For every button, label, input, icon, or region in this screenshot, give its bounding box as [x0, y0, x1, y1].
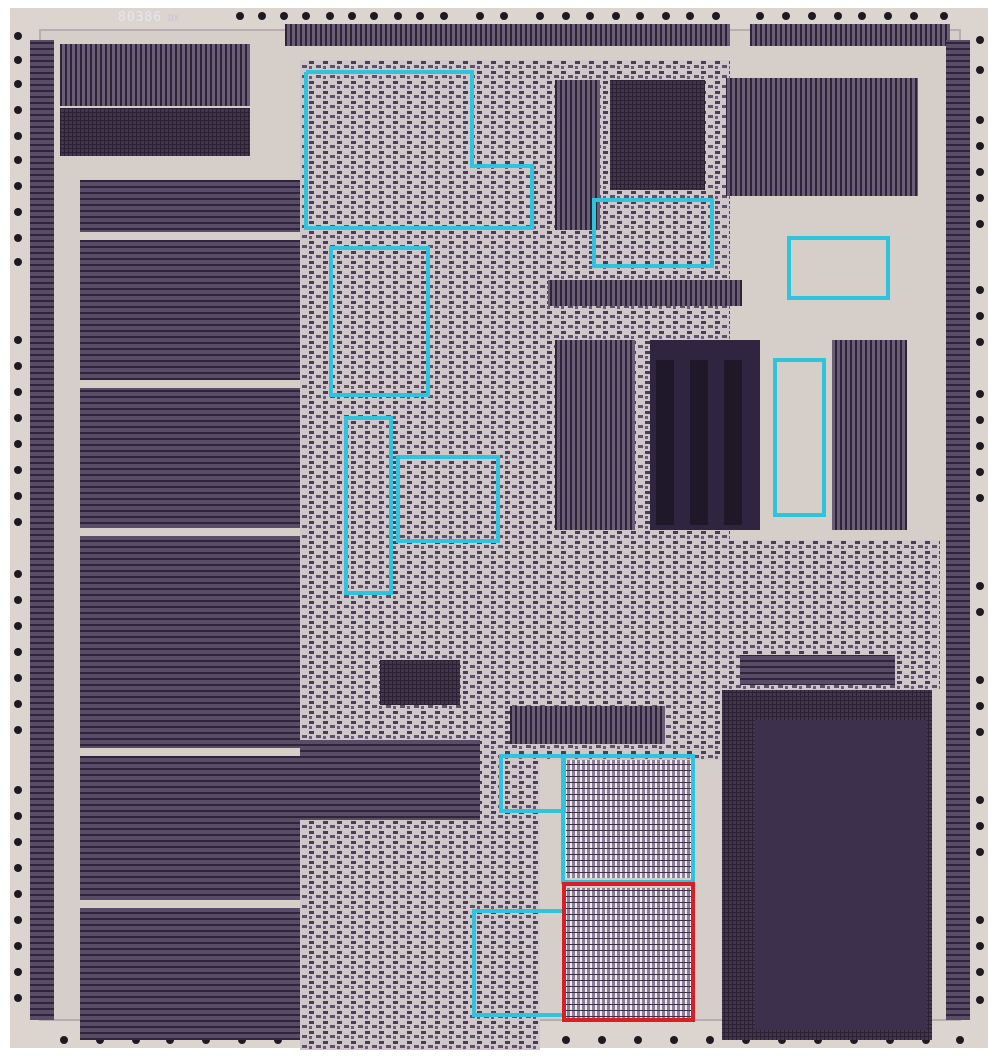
highlight-region-6	[344, 416, 393, 595]
io-strip-right	[946, 40, 970, 1020]
highlight-region-4	[329, 246, 430, 397]
block-top-left-array	[60, 44, 250, 106]
highlight-region-5	[773, 358, 826, 517]
highlight-region-3	[787, 236, 890, 300]
highlight-region-7	[396, 455, 500, 543]
die-marking-text: 80386	[118, 10, 163, 25]
block-center-logic	[300, 60, 540, 1050]
block-left-datapath	[80, 180, 300, 1040]
highlight-region-2	[592, 198, 714, 268]
bond-pads-top	[236, 12, 948, 20]
highlight-region-1	[304, 70, 534, 230]
die-marking: 80386 DX	[118, 9, 228, 27]
io-strip-left	[30, 40, 54, 1020]
bond-pads-right	[976, 36, 984, 1004]
block-mid-columns	[555, 340, 635, 530]
die-marking-suffix: DX	[168, 14, 179, 24]
bond-pads-left	[14, 32, 22, 1002]
block-top-right-array	[726, 78, 918, 196]
highlight-region-12	[562, 882, 695, 1022]
